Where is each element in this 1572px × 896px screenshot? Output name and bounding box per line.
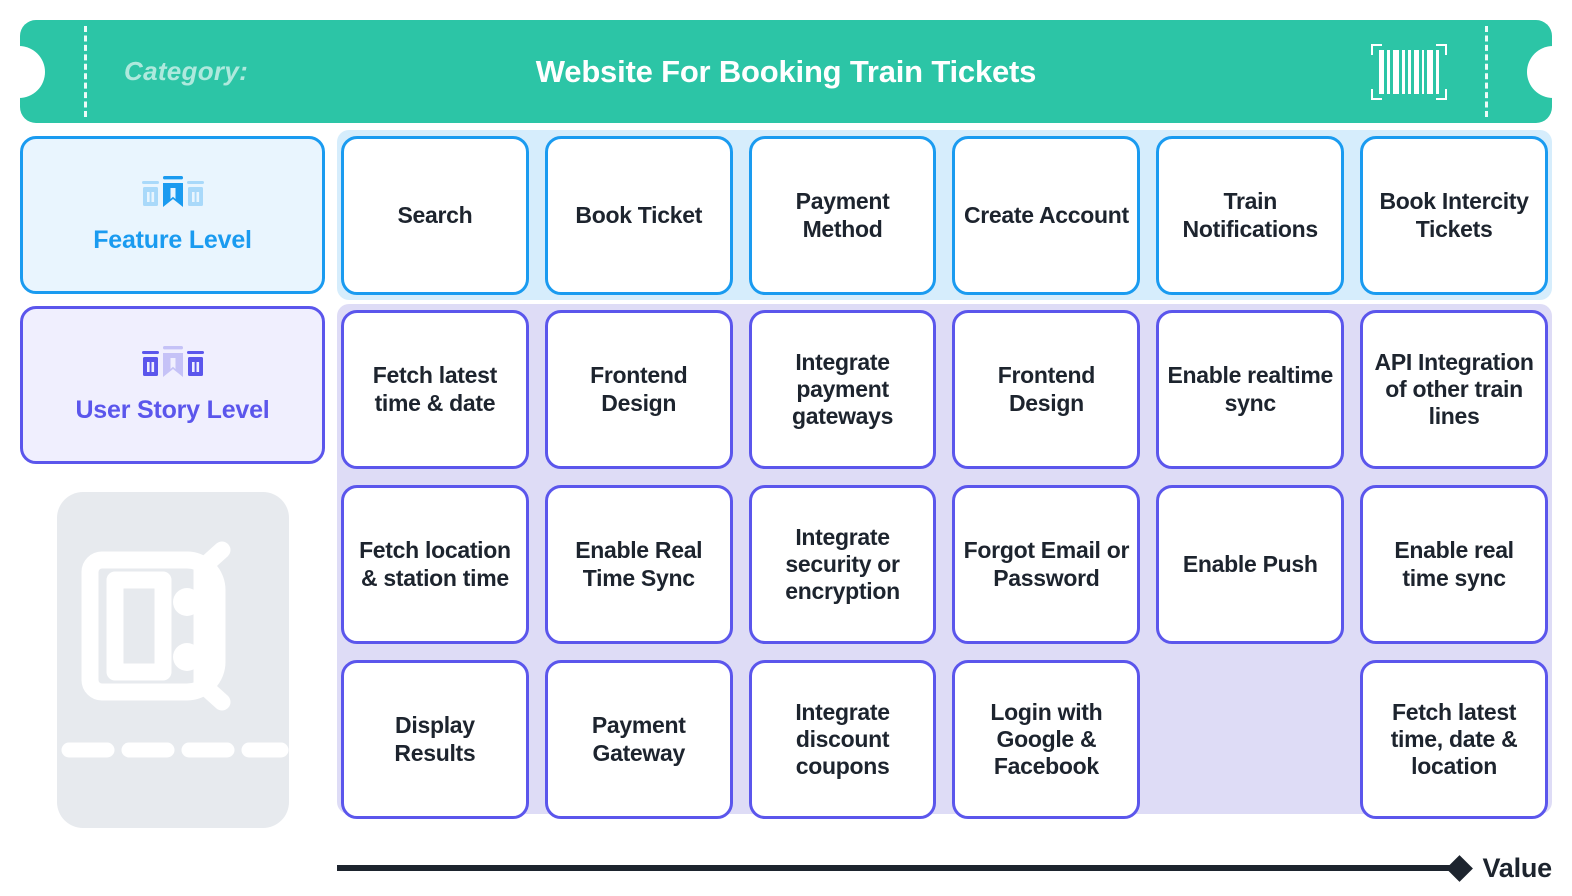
story-card[interactable]: Enable real time sync: [1360, 485, 1548, 644]
story-card[interactable]: Payment Gateway: [544, 660, 733, 819]
story-card-label: Frontend Design: [997, 362, 1096, 416]
story-card-label: API Integration of other train lines: [1374, 348, 1534, 430]
feature-card[interactable]: Payment Method: [748, 136, 937, 295]
feature-card[interactable]: Search: [341, 136, 529, 295]
feature-level-band: [337, 130, 1552, 300]
feature-card-label: Book Ticket: [575, 201, 703, 228]
category-label: Category:: [124, 56, 249, 86]
story-card[interactable]: Login with Google & Facebook: [952, 660, 1141, 819]
story-card[interactable]: Frontend Design: [544, 310, 733, 469]
value-axis: Value: [337, 845, 1552, 891]
story-card-label: Login with Google & Facebook: [990, 698, 1103, 780]
feature-card-label: Book Intercity Tickets: [1379, 188, 1529, 242]
value-axis-line: [337, 865, 1453, 871]
feature-card[interactable]: Book Intercity Tickets: [1360, 136, 1548, 295]
barcode-icon: [1371, 43, 1447, 100]
user-story-card-grid: Fetch latest time & date Frontend Design…: [341, 310, 1548, 819]
story-card[interactable]: Fetch latest time, date & location: [1360, 660, 1548, 819]
story-card-label: Fetch latest time, date & location: [1390, 698, 1518, 780]
ticket-perforation-left: [84, 26, 87, 117]
sidebar-item-label-feature: Feature Level: [93, 225, 252, 254]
feature-card[interactable]: Book Ticket: [544, 136, 733, 295]
story-card-label: Display Results: [394, 712, 476, 766]
story-card[interactable]: Fetch latest time & date: [341, 310, 529, 469]
sidebar-item-label-story: User Story Level: [75, 395, 270, 424]
story-card-label: Fetch latest time & date: [372, 362, 498, 416]
story-card-label: Payment Gateway: [591, 712, 686, 766]
story-card[interactable]: API Integration of other train lines: [1360, 310, 1548, 469]
feature-card[interactable]: Create Account: [952, 136, 1141, 295]
value-axis-label: Value: [1482, 852, 1552, 883]
story-map-bookmark-icon: [141, 345, 204, 384]
story-card-label: Enable realtime sync: [1167, 362, 1333, 416]
train-illustration: [57, 492, 289, 828]
feature-card-grid: Search Book Ticket Payment Method Create…: [341, 136, 1548, 295]
story-card-label: Integrate payment gateways: [791, 348, 894, 430]
story-card[interactable]: Fetch location & station time: [341, 485, 529, 644]
diamond-marker-icon: [1446, 854, 1474, 882]
story-card[interactable]: Enable Push: [1156, 485, 1345, 644]
story-card-label: Fetch location & station time: [359, 537, 511, 591]
story-card-label: Forgot Email or Password: [963, 537, 1130, 591]
feature-card-label: Payment Method: [795, 188, 890, 242]
story-card[interactable]: Forgot Email or Password: [952, 485, 1141, 644]
story-card-label: Enable real time sync: [1394, 537, 1514, 591]
story-card[interactable]: Integrate security or encryption: [748, 485, 937, 644]
ticket-perforation-right: [1485, 26, 1488, 117]
sidebar-item-user-story-level[interactable]: User Story Level: [20, 306, 325, 464]
story-card-label: Integrate security or encryption: [785, 523, 900, 605]
sidebar-item-feature-level[interactable]: Feature Level: [20, 136, 325, 294]
story-card-label: Integrate discount coupons: [795, 698, 890, 780]
story-card[interactable]: Enable realtime sync: [1156, 310, 1345, 469]
story-card[interactable]: Integrate payment gateways: [748, 310, 937, 469]
feature-card-label: Train Notifications: [1182, 188, 1319, 242]
story-card-empty-slot: [1156, 660, 1344, 819]
story-card[interactable]: Enable Real Time Sync: [544, 485, 733, 644]
page-title: Website For Booking Train Tickets: [535, 53, 1037, 89]
feature-card-label: Create Account: [963, 201, 1129, 228]
story-map-bookmark-icon: [141, 175, 204, 214]
story-card[interactable]: Display Results: [341, 660, 529, 819]
user-story-level-band: [337, 304, 1552, 814]
feature-card[interactable]: Train Notifications: [1156, 136, 1345, 295]
story-card-label: Enable Push: [1182, 550, 1318, 577]
story-card-label: Enable Real Time Sync: [575, 537, 703, 591]
story-card-label: Frontend Design: [590, 362, 688, 416]
story-card[interactable]: Frontend Design: [952, 310, 1141, 469]
ticket-header: Category: Website For Booking Train Tick…: [19, 20, 1553, 123]
story-card[interactable]: Integrate discount coupons: [748, 660, 937, 819]
feature-card-label: Search: [397, 201, 473, 228]
